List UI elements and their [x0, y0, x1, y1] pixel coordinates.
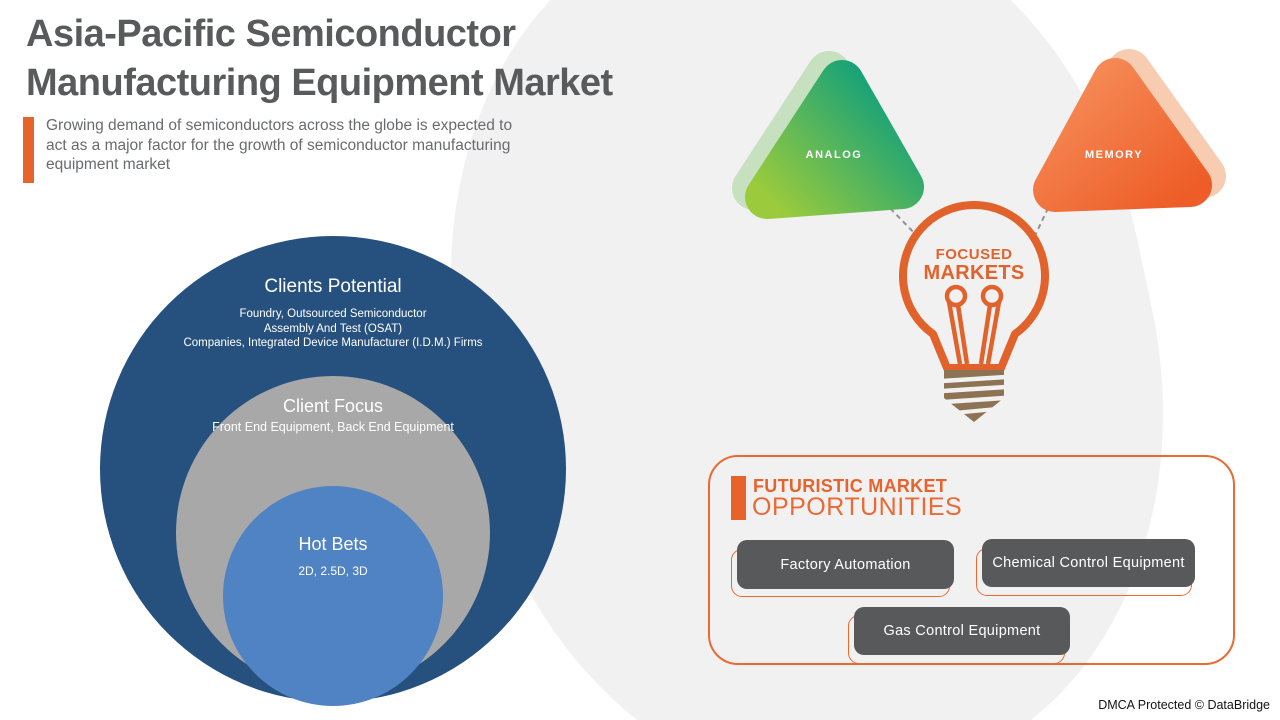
- analog-triangle-icon: [745, 60, 924, 219]
- hot-bets-title: Hot Bets: [298, 534, 368, 554]
- opportunity-item-factory-automation: Factory Automation: [737, 540, 954, 589]
- memory-triangle-icon: [1033, 58, 1212, 212]
- analog-node: ANALOG: [732, 51, 924, 219]
- bulb-label-line2: MARKETS: [924, 262, 1025, 284]
- bulb-label-line1: FOCUSED: [936, 246, 1013, 263]
- intro-line: act as a major factor for the growth of …: [46, 136, 511, 154]
- opportunities-heading-line1: FUTURISTIC MARKET: [753, 476, 948, 496]
- intro-line: Growing demand of semiconductors across …: [46, 117, 513, 134]
- bulb-filament: [944, 284, 1004, 365]
- memory-label: MEMORY: [1085, 149, 1143, 161]
- title-accent-bar: [23, 117, 34, 183]
- clients-potential-line: Assembly And Test (OSAT): [263, 322, 403, 335]
- opportunity-item-gas-control-equipment: Gas Control Equipment: [854, 607, 1070, 655]
- intro-text: Growing demand of semiconductors across …: [46, 116, 626, 175]
- intro-line: equipment market: [46, 156, 171, 173]
- focused-markets-graphic: ANALOG MEMORY: [732, 49, 1226, 422]
- opportunities-accent-bar: [731, 476, 746, 520]
- opportunities-panel: FUTURISTIC MARKET OPPORTUNITIES Factory …: [708, 455, 1235, 665]
- analog-label: ANALOG: [806, 149, 863, 161]
- client-focus-title: Client Focus: [282, 396, 384, 416]
- opportunity-item-chemical-control-equipment: Chemical Control Equipment: [982, 539, 1195, 587]
- clients-potential-title: Clients Potential: [264, 276, 402, 297]
- memory-node: MEMORY: [1033, 49, 1226, 212]
- bulb-glass: [899, 201, 1049, 372]
- hot-bets-desc: 2D, 2.5D, 3D: [298, 564, 368, 578]
- dmca-watermark: DMCA Protected © DataBridge: [1098, 698, 1270, 712]
- page-title-line2: Manufacturing Equipment Market: [26, 62, 613, 104]
- client-focus-desc: Front End Equipment, Back End Equipment: [212, 420, 454, 434]
- clients-potential-desc: Foundry, Outsourced Semiconductor Assemb…: [113, 307, 553, 351]
- clients-potential-line: Companies, Integrated Device Manufacture…: [183, 337, 483, 349]
- bulb-base: [941, 370, 1007, 422]
- opportunities-heading-line2: OPPORTUNITIES: [752, 493, 963, 521]
- page-title-line1: Asia-Pacific Semiconductor: [26, 13, 516, 55]
- clients-potential-line: Foundry, Outsourced Semiconductor: [239, 308, 427, 320]
- page-title: Asia-Pacific Semiconductor Manufacturing…: [26, 10, 613, 108]
- venn-inner-circle: [223, 486, 443, 706]
- bulb-icon: FOCUSED MARKETS: [899, 201, 1049, 422]
